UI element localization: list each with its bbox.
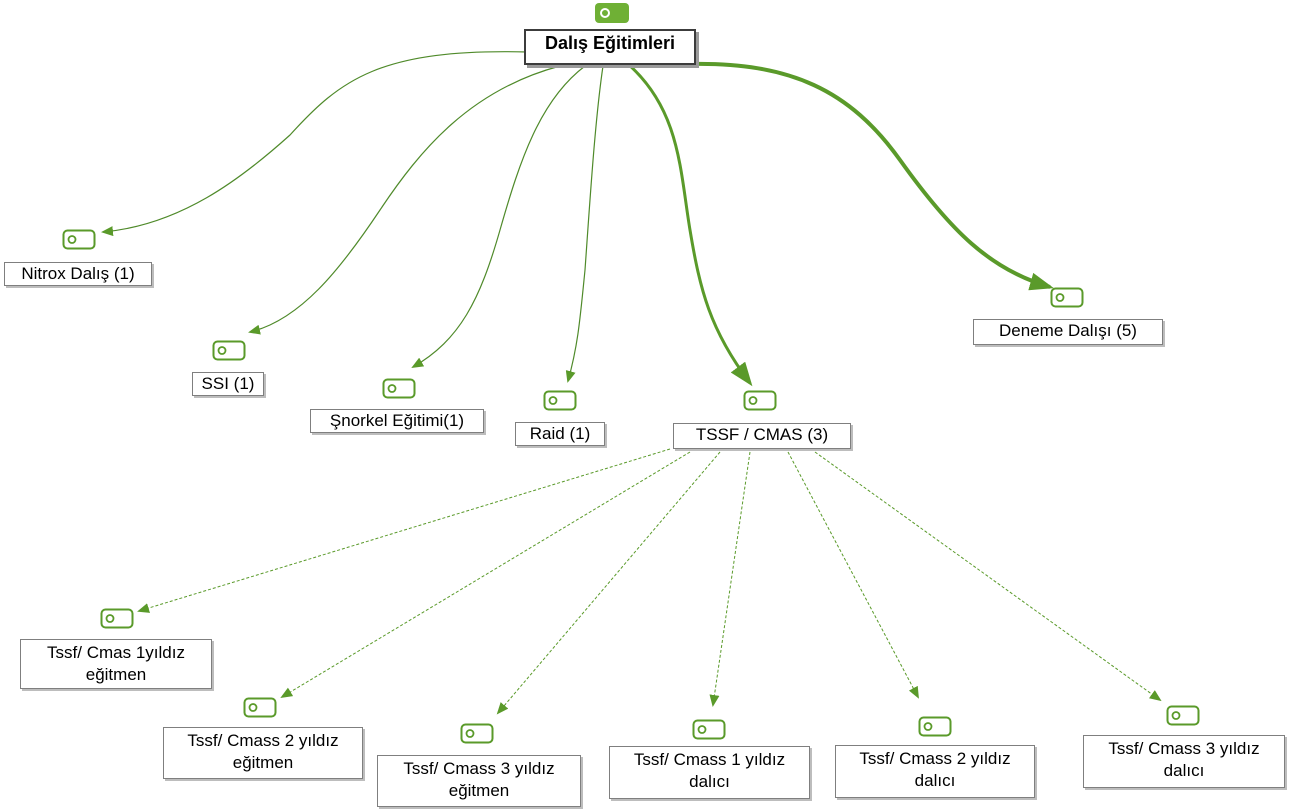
- node-line-1: Tssf/ Cmass 3 yıldız: [403, 759, 555, 778]
- node-line-1: Tssf/ Cmas 1yıldız: [47, 643, 185, 662]
- node-tssf-c1d[interactable]: Tssf/ Cmass 1 yıldız dalıcı: [609, 746, 810, 799]
- tag-icon: [743, 390, 777, 411]
- node-tssf-c2e[interactable]: Tssf/ Cmass 2 yıldız eğitmen: [163, 727, 363, 779]
- node-tssf-c3d[interactable]: Tssf/ Cmass 3 yıldız dalıcı: [1083, 735, 1285, 788]
- edge-tssf-c1e: [137, 448, 671, 613]
- node-line-1: Tssf/ Cmass 2 yıldız: [859, 749, 1011, 768]
- node-tssf-c3e[interactable]: Tssf/ Cmass 3 yıldız eğitmen: [377, 755, 581, 807]
- edge-root-snorkel: [411, 65, 586, 368]
- edge-root-deneme: [689, 61, 1054, 291]
- node-line-2: dalıcı: [914, 771, 956, 790]
- edge-tssf-c2e: [280, 451, 691, 699]
- node-line-2: dalıcı: [1163, 761, 1205, 780]
- root-node[interactable]: Dalış Eğitimleri: [524, 29, 696, 65]
- node-line-1: Tssf/ Cmass 3 yıldız: [1108, 739, 1260, 758]
- tag-icon: [100, 608, 134, 629]
- node-line-2: eğitmen: [232, 753, 294, 772]
- tag-icon: [692, 719, 726, 740]
- node-tssf-c2d[interactable]: Tssf/ Cmass 2 yıldız dalıcı: [835, 745, 1035, 798]
- node-line-2: eğitmen: [448, 781, 510, 800]
- node-raid[interactable]: Raid (1): [515, 422, 605, 446]
- node-nitrox[interactable]: Nitrox Dalış (1): [4, 262, 152, 286]
- node-line-2: dalıcı: [689, 772, 730, 791]
- tag-icon: [1050, 287, 1084, 308]
- edge-root-raid: [565, 65, 604, 383]
- edge-root-ssi: [248, 65, 561, 335]
- edge-root-tssf: [627, 62, 753, 387]
- edge-tssf-c3d: [814, 451, 1162, 702]
- edge-tssf-c2d: [787, 451, 919, 699]
- tag-icon: [918, 716, 952, 737]
- node-tssf-c1e[interactable]: Tssf/ Cmas 1yıldız eğitmen: [20, 639, 212, 689]
- node-tssf[interactable]: TSSF / CMAS (3): [673, 423, 851, 449]
- tag-icon: [543, 390, 577, 411]
- edge-tssf-c3e: [496, 451, 721, 715]
- node-ssi[interactable]: SSI (1): [192, 372, 264, 396]
- tag-icon: [212, 340, 246, 361]
- node-deneme[interactable]: Deneme Dalışı (5): [973, 319, 1163, 345]
- tag-icon: [382, 378, 416, 399]
- edge-tssf-c1d: [709, 451, 751, 707]
- node-snorkel[interactable]: Şnorkel Eğitimi(1): [310, 409, 484, 433]
- tag-icon: [460, 723, 494, 744]
- edge-root-nitrox: [101, 51, 529, 237]
- tag-icon: [243, 697, 277, 718]
- tag-icon: [1166, 705, 1200, 726]
- node-line-2: eğitmen: [85, 665, 147, 684]
- node-line-1: Tssf/ Cmass 1 yıldız: [633, 750, 786, 769]
- node-line-1: Tssf/ Cmass 2 yıldız: [187, 731, 339, 750]
- tag-icon: [62, 229, 96, 250]
- tag-icon: [595, 3, 629, 23]
